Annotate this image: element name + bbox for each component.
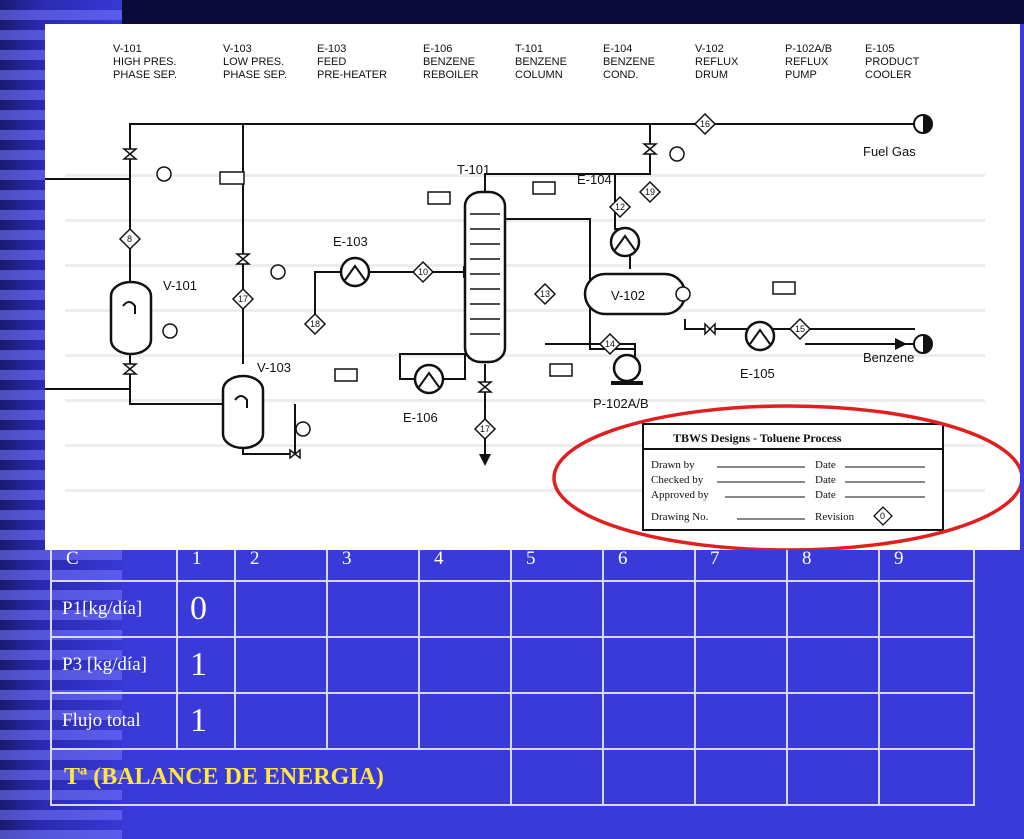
- svg-text:REBOILER: REBOILER: [423, 69, 479, 81]
- e105-label: E-105: [740, 366, 775, 381]
- svg-text:PRODUCT: PRODUCT: [865, 56, 920, 68]
- svg-text:13: 13: [540, 289, 550, 299]
- svg-text:COOLER: COOLER: [865, 69, 912, 81]
- svg-text:BENZENE: BENZENE: [423, 56, 475, 68]
- table-row: Flujo total 1: [50, 692, 975, 750]
- svg-text:15: 15: [795, 324, 805, 334]
- stream-markers: 8 17 18 10 12 19 13 14 15 16 17: [118, 112, 812, 441]
- svg-text:19: 19: [645, 187, 655, 197]
- svg-text:Date: Date: [815, 459, 836, 471]
- scan-background: [65, 174, 985, 492]
- balance-table: C 1 2 3 4 5 6 7 8 9 P1[kg/día] 0 P3 [kg/…: [50, 536, 975, 806]
- svg-text:FEED: FEED: [317, 56, 346, 68]
- svg-text:PHASE SEP.: PHASE SEP.: [113, 69, 177, 81]
- energy-row: Tª (BALANCE DE ENERGIA): [50, 748, 975, 806]
- exchanger-e105: E-105: [740, 320, 776, 381]
- svg-text:8: 8: [127, 234, 132, 244]
- svg-text:LOW PRES.: LOW PRES.: [223, 56, 284, 68]
- eq-tag: E-103: [317, 43, 346, 55]
- table-row: P1[kg/día] 0: [50, 580, 975, 638]
- row-label: P3 [kg/día]: [50, 636, 178, 694]
- exchanger-e104: E-104: [577, 172, 641, 258]
- svg-text:COND.: COND.: [603, 69, 638, 81]
- svg-text:18: 18: [310, 319, 320, 329]
- eq-tag: V-101: [113, 43, 142, 55]
- eq-tag: E-105: [865, 43, 894, 55]
- svg-text:14: 14: [605, 339, 615, 349]
- t101-label: T-101: [457, 162, 490, 177]
- row-value: 0: [176, 580, 236, 638]
- e104-label: E-104: [577, 172, 612, 187]
- svg-text:PRE-HEATER: PRE-HEATER: [317, 69, 387, 81]
- exchanger-e106: E-106: [403, 363, 445, 425]
- svg-text:BENZENE: BENZENE: [515, 56, 567, 68]
- process-lines: [45, 123, 915, 455]
- row-value: 1: [176, 692, 236, 750]
- svg-text:Drawn by: Drawn by: [651, 459, 695, 471]
- svg-text:REFLUX: REFLUX: [785, 56, 829, 68]
- title-block-title: TBWS Designs - Toluene Process: [673, 431, 842, 445]
- svg-text:16: 16: [700, 119, 710, 129]
- pump-p102: P-102A/B: [593, 353, 649, 411]
- svg-text:17: 17: [480, 424, 490, 434]
- row-value: 1: [176, 636, 236, 694]
- row-label: Flujo total: [50, 692, 178, 750]
- top-bar: [122, 0, 1024, 24]
- eq-tag: V-102: [695, 43, 724, 55]
- outlets: Fuel Gas Benzene: [863, 114, 933, 365]
- svg-text:Date: Date: [815, 489, 836, 501]
- energy-balance-label: Tª (BALANCE DE ENERGIA): [50, 748, 512, 806]
- svg-text:PUMP: PUMP: [785, 69, 817, 81]
- svg-text:Date: Date: [815, 474, 836, 486]
- svg-text:Revision: Revision: [815, 511, 855, 523]
- exchanger-e103: E-103: [333, 234, 371, 288]
- drum-v102: V-102: [583, 272, 687, 316]
- valves: [121, 143, 716, 460]
- title-block: TBWS Designs - Toluene Process Drawn by …: [642, 423, 944, 531]
- v103-label: V-103: [257, 360, 291, 375]
- eq-tag: V-103: [223, 43, 252, 55]
- svg-text:Checked by: Checked by: [651, 474, 704, 486]
- svg-text:DRUM: DRUM: [695, 69, 728, 81]
- svg-text:COLUMN: COLUMN: [515, 69, 563, 81]
- svg-text:Approved by: Approved by: [651, 489, 709, 501]
- svg-text:12: 12: [615, 202, 625, 212]
- svg-text:Drawing No.: Drawing No.: [651, 511, 709, 523]
- eq-tag: P-102A/B: [785, 43, 832, 55]
- svg-text:BENZENE: BENZENE: [603, 56, 655, 68]
- p102-label: P-102A/B: [593, 396, 649, 411]
- table-row: P3 [kg/día] 1: [50, 636, 975, 694]
- eq-tag: E-104: [603, 43, 632, 55]
- column-t101: T-101: [457, 162, 507, 364]
- vessel-v101: V-101: [109, 278, 197, 356]
- benzene-label: Benzene: [863, 350, 914, 365]
- v102-label: V-102: [611, 288, 645, 303]
- revision-value: 0: [880, 511, 885, 521]
- svg-text:17: 17: [238, 294, 248, 304]
- e106-label: E-106: [403, 410, 438, 425]
- svg-text:PHASE SEP.: PHASE SEP.: [223, 69, 287, 81]
- svg-text:10: 10: [418, 267, 428, 277]
- e103-label: E-103: [333, 234, 368, 249]
- eq-tag: E-106: [423, 43, 452, 55]
- eq-tag: T-101: [515, 43, 543, 55]
- svg-text:HIGH PRES.: HIGH PRES.: [113, 56, 177, 68]
- instruments: [156, 146, 796, 437]
- row-label: P1[kg/día]: [50, 580, 178, 638]
- highlight-ellipse: [552, 404, 1020, 550]
- svg-text:REFLUX: REFLUX: [695, 56, 739, 68]
- fuel-gas-label: Fuel Gas: [863, 144, 916, 159]
- vessel-v103: V-103: [221, 360, 291, 450]
- v101-label: V-101: [163, 278, 197, 293]
